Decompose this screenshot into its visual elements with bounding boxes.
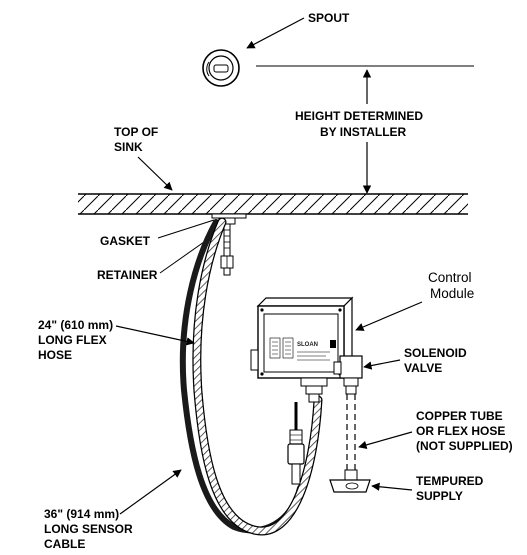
countertop	[78, 193, 468, 215]
sensor-cable-leader	[119, 469, 182, 515]
copper-tube-label-line1: COPPER TUBE	[416, 409, 503, 423]
control-module: SLOAN	[250, 296, 354, 403]
sensor-cable-label-line1: 36" (914 mm)	[44, 507, 119, 521]
copper-tube-label-line3: (NOT SUPPLIED)	[416, 439, 513, 453]
gasket-leader	[157, 219, 215, 239]
height-label-line2: BY INSTALLER	[320, 125, 407, 139]
solenoid-valve-label-line1: SOLENOID	[404, 346, 467, 360]
top-of-sink-label-line2: SINK	[114, 140, 143, 154]
mounting-hardware	[211, 213, 247, 276]
flex-hose	[193, 218, 322, 535]
copper-tube-leader	[358, 431, 413, 449]
copper-tube-label-line2: OR FLEX HOSE	[416, 424, 505, 438]
spout-leader	[246, 17, 305, 49]
spout-top-view	[202, 49, 240, 87]
solenoid-valve-label-line2: VALVE	[404, 361, 442, 375]
tempured-supply-leader	[371, 482, 413, 491]
flex-hose-label-line3: HOSE	[38, 348, 72, 362]
top-of-sink-label-line1: TOP OF	[114, 125, 158, 139]
module-brand-text: SLOAN	[297, 342, 318, 348]
flex-hose-label-line2: LONG FLEX	[38, 333, 107, 347]
tempured-supply-label-line2: SUPPLY	[416, 489, 463, 503]
supply-tube	[346, 394, 356, 470]
sensor-cable-connector	[287, 402, 305, 485]
tempured-supply-label-line1: TEMPURED	[416, 474, 484, 488]
top-of-sink-leader	[137, 156, 173, 191]
retainer-label: RETAINER	[97, 268, 158, 282]
spout-label: SPOUT	[308, 11, 350, 25]
sensor-cable-label-line3: CABLE	[44, 537, 85, 551]
solenoid-valve-leader	[363, 359, 401, 370]
supply-stop	[329, 469, 371, 493]
control-module-leader	[355, 301, 423, 331]
height-label-line1: HEIGHT DETERMINED	[295, 109, 423, 123]
control-module-label-line1: Control	[428, 270, 472, 285]
flex-hose-label-line1: 24" (610 mm)	[38, 318, 113, 332]
solenoid-valve	[333, 355, 363, 395]
flex-hose-leader	[115, 325, 195, 346]
sensor-cable-label-line2: LONG SENSOR	[44, 522, 133, 536]
control-module-label-line2: Module	[430, 286, 474, 301]
gasket-label: GASKET	[100, 234, 151, 248]
